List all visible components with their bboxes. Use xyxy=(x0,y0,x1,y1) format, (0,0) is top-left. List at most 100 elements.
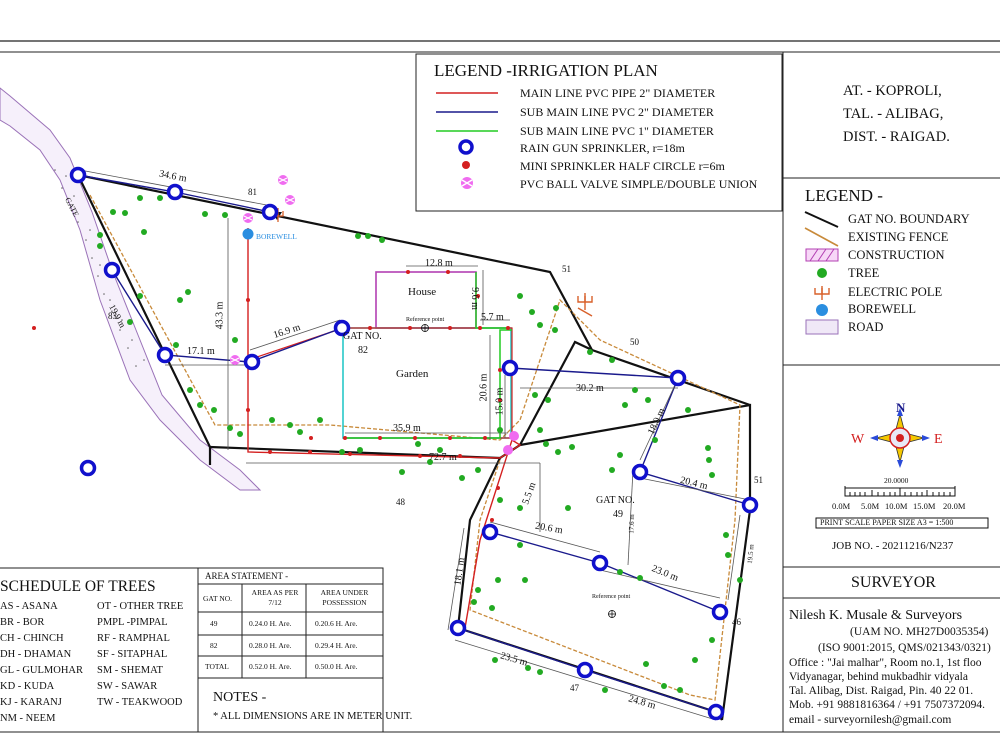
site-legend-symbols xyxy=(804,211,839,335)
gat49-label: GAT NO. xyxy=(596,495,635,506)
road-icon xyxy=(805,319,839,335)
surveyor-uam: (UAM NO. MH27D0035354) xyxy=(850,626,989,638)
area-row-49-712: 0.24.0 H. Are. xyxy=(249,619,292,628)
reference-point-label-1: Reference point xyxy=(406,317,445,323)
surveyor-office-3: Tal. Alibag, Dist. Raigad, Pin. 40 22 01… xyxy=(789,685,974,697)
dim-15-0: 15.0 m xyxy=(494,387,506,416)
neighbor-gat-48: 48 xyxy=(396,497,405,507)
dim-12-8: 12.8 m xyxy=(425,258,453,269)
legend-tree: TREE xyxy=(848,266,880,280)
area-row-total-possession: 0.50.0 H. Are. xyxy=(315,662,358,671)
neighbor-gat-50: 50 xyxy=(630,337,639,347)
area-row-49-gat: 49 xyxy=(210,619,218,628)
borewell-marker xyxy=(242,228,254,240)
electric-pole-icon xyxy=(814,286,830,300)
fence-icon xyxy=(804,227,839,247)
reference-point-label-2: Reference point xyxy=(592,594,631,600)
rain-gun-icon xyxy=(458,139,474,155)
garden-label: Garden xyxy=(396,368,429,380)
tree-code-rf: RF - RAMPHAL xyxy=(97,633,170,644)
compass-rose xyxy=(870,408,930,468)
tree-code-tw: TW - TEAKWOOD xyxy=(97,697,183,708)
tree-code-ot: OT - OTHER TREE xyxy=(97,601,184,612)
notes-line-1: * ALL DIMENSIONS ARE IN METER UNIT. xyxy=(213,711,413,722)
ball-valve-icon xyxy=(461,177,473,189)
print-scale: PRINT SCALE PAPER SIZE A3 = 1:500 xyxy=(820,518,954,527)
tree-code-dh: DH - DHAMAN xyxy=(0,649,72,660)
dim-5-7: 5.7 m xyxy=(481,312,504,323)
notes-title: NOTES - xyxy=(213,690,267,705)
compass-n: N xyxy=(896,400,906,415)
surveyor-heading: SURVEYOR xyxy=(851,574,936,591)
area-row-total-gat: TOTAL xyxy=(205,662,229,671)
dim-35-9: 35.9 m xyxy=(393,423,421,434)
surveyor-office-1: Office : "Jai malhar", Room no.1, 1st fl… xyxy=(789,657,982,669)
dim-20-6-a: 20.6 m xyxy=(478,373,490,402)
legend-existing-fence: EXISTING FENCE xyxy=(848,230,949,244)
tree-code-as: AS - ASANA xyxy=(0,601,58,612)
neighbor-gat-51-top: 51 xyxy=(562,264,571,274)
legend-item-sub-main-2: SUB MAIN LINE PVC 2" DIAMETER xyxy=(520,105,714,119)
area-row-49-possession: 0.20.6 H. Are. xyxy=(315,619,358,628)
boundary-icon xyxy=(804,211,839,228)
job-number: JOB NO. - 20211216/N237 xyxy=(832,540,954,552)
dim-17-6: 17.6 m xyxy=(627,514,637,534)
area-row-82-possession: 0.29.4 H. Are. xyxy=(315,641,358,650)
dim-72-7: 72.7 m xyxy=(429,452,457,463)
legend-item-rain-gun: RAIN GUN SPRINKLER, r=18m xyxy=(520,141,685,155)
compass-w: W xyxy=(851,432,865,447)
tree-code-ch: CH - CHINCH xyxy=(0,633,64,644)
dim-43-3: 43.3 m xyxy=(214,301,226,330)
dim-9-6: 9.6 m xyxy=(468,287,480,310)
location-tal: TAL. - ALIBAG, xyxy=(843,106,944,122)
borewell-icon xyxy=(816,304,828,316)
tree-code-nm: NM - NEEM xyxy=(0,713,56,724)
location-dist: DIST. - RAIGAD. xyxy=(843,129,950,145)
scale-tick-0: 0.0M xyxy=(832,501,851,511)
surveyor-office-2: Vidyanagar, behind mukbadhir vidyala xyxy=(789,671,968,683)
legend-item-mini-sprinkler: MINI SPRINKLER HALF CIRCLE r=6m xyxy=(520,159,725,173)
legend-item-ball-valve: PVC BALL VALVE SIMPLE/DOUBLE UNION xyxy=(520,177,758,191)
area-row-82-gat: 82 xyxy=(210,641,218,650)
irrigation-legend-title: LEGEND -IRRIGATION PLAN xyxy=(434,61,658,80)
dim-19-5: 19.5 m xyxy=(745,543,756,565)
area-row-82-712: 0.28.0 H. Are. xyxy=(249,641,292,650)
legend-road: ROAD xyxy=(848,320,884,334)
area-row-total-712: 0.52.0 H. Are. xyxy=(249,662,292,671)
gat82-number: 82 xyxy=(358,345,368,356)
legend-item-sub-main-1: SUB MAIN LINE PVC 1" DIAMETER xyxy=(520,124,714,138)
legend-item-main-line: MAIN LINE PVC PIPE 2" DIAMETER xyxy=(520,86,716,100)
rain-gun-sprinklers xyxy=(69,166,759,721)
scale-tick-2: 10.0M xyxy=(885,501,908,511)
compass-e: E xyxy=(934,432,943,447)
legend-borewell: BOREWELL xyxy=(848,302,917,316)
legend-construction: CONSTRUCTION xyxy=(848,248,945,262)
tree-code-sm: SM - SHEMAT xyxy=(97,665,163,676)
tree-code-gl: GL - GULMOHAR xyxy=(0,665,84,676)
tree-icon xyxy=(817,268,827,278)
neighbor-gat-46: 46 xyxy=(732,617,741,627)
location-at: AT. - KOPROLI, xyxy=(843,83,942,99)
neighbor-gat-81: 81 xyxy=(248,187,257,197)
dim-30-2: 30.2 m xyxy=(576,383,604,394)
surveyor-email: email - surveyornilesh@gmail.com xyxy=(789,714,952,726)
main-line xyxy=(247,228,522,629)
mini-sprinkler-icon xyxy=(462,161,470,169)
surveyor-iso: (ISO 9001:2015, QMS/021343/0321) xyxy=(818,642,991,654)
neighbor-gat-47: 47 xyxy=(570,683,579,693)
neighbor-gat-51-right: 51 xyxy=(754,475,763,485)
tree-code-sf: SF - SITAPHAL xyxy=(97,649,168,660)
site-legend-title: LEGEND - xyxy=(805,186,883,205)
surveyor-mobile: Mob. +91 9881816364 / +91 7507372094. xyxy=(789,699,986,711)
tree-code-br: BR - BOR xyxy=(0,617,45,628)
scale-tick-1: 5.0M xyxy=(861,501,880,511)
neighbor-gat-83: 83 xyxy=(108,311,117,321)
borewell-label: BOREWELL xyxy=(256,232,297,241)
surveyor-name: Nilesh K. Musale & Surveyors xyxy=(789,608,963,623)
gat49-number: 49 xyxy=(613,509,623,520)
legend-gat-boundary: GAT NO. BOUNDARY xyxy=(848,212,970,226)
dim-17-1: 17.1 m xyxy=(187,346,215,357)
electric-pole-marker xyxy=(577,293,593,317)
tree-code-kd: KD - KUDA xyxy=(0,681,55,692)
